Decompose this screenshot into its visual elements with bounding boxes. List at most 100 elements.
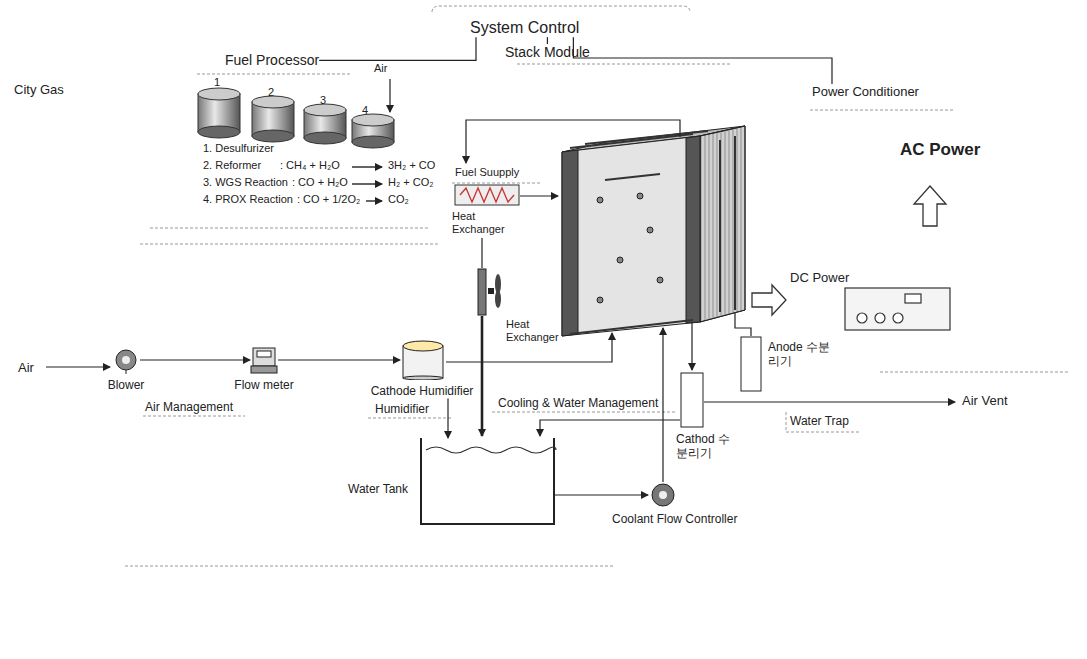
drawing-part bbox=[389, 79, 390, 112]
drawing-part bbox=[481, 316, 484, 436]
drawing-part bbox=[914, 186, 946, 226]
drawing-part bbox=[845, 288, 950, 330]
drawing-part bbox=[704, 401, 955, 402]
drawing-part bbox=[366, 200, 382, 201]
drawing-part bbox=[555, 494, 648, 495]
module-label: Fuel Suupply bbox=[455, 166, 519, 179]
drawing-part bbox=[719, 140, 721, 312]
water-separator: Cathod 수분리기 bbox=[676, 372, 734, 461]
drawing-part bbox=[253, 348, 275, 366]
coolant-pump: Coolant Flow Controller bbox=[612, 482, 737, 526]
dashed-brackets bbox=[125, 6, 1070, 566]
connector bbox=[447, 398, 448, 438]
text-label: Cooling & Water Management bbox=[497, 396, 659, 410]
drawing-part bbox=[143, 416, 245, 417]
drawing-part bbox=[585, 131, 708, 144]
text-label: 4. PROX Reaction bbox=[203, 193, 293, 206]
node-label: Stack Module bbox=[505, 44, 590, 61]
blower: Blower bbox=[98, 346, 154, 392]
system-label: System Control bbox=[470, 18, 579, 37]
text-label: : CO + H₂O bbox=[292, 176, 348, 189]
text-label: H₂ + CO₂ bbox=[388, 176, 434, 189]
node-label: Blower bbox=[98, 378, 154, 392]
drawing-part bbox=[741, 337, 761, 391]
connector bbox=[547, 37, 548, 44]
flow-meter-icon bbox=[250, 346, 278, 374]
text-label: : CO + 1/2O₂ bbox=[297, 193, 360, 206]
text-label: CO₂ bbox=[388, 193, 409, 206]
text-label: Water Trap bbox=[790, 414, 849, 428]
drawing-part bbox=[122, 356, 130, 364]
drawing-part bbox=[597, 297, 603, 303]
drawing-part bbox=[562, 136, 700, 336]
drawing-part bbox=[880, 372, 1070, 373]
drawing-part bbox=[597, 193, 663, 303]
drawing-part bbox=[452, 183, 540, 184]
drawing-part bbox=[197, 74, 350, 75]
drawing-part bbox=[466, 120, 680, 163]
drawing-part bbox=[810, 110, 955, 111]
connector bbox=[278, 359, 400, 360]
drawing-part bbox=[681, 373, 703, 427]
drawing-part bbox=[659, 491, 667, 499]
water-separator: Anode 수분리기 bbox=[740, 336, 835, 369]
reactor-cylinders bbox=[198, 88, 394, 148]
text-label: 2 bbox=[268, 86, 274, 99]
text-label: 1. Desulfurizer bbox=[203, 142, 274, 155]
node-label: Water Tank bbox=[348, 482, 408, 496]
text-label: 4 bbox=[362, 104, 368, 117]
drawing-part bbox=[198, 88, 240, 100]
drawing-part bbox=[368, 418, 452, 419]
water-tank-icon bbox=[422, 438, 557, 525]
drawing-part bbox=[517, 64, 730, 65]
drawing-part bbox=[426, 447, 556, 453]
drawing-part bbox=[752, 285, 786, 315]
node-label: Cathode Humidifier bbox=[362, 384, 482, 398]
coolant-pump-icon bbox=[650, 482, 676, 508]
drawing-part bbox=[352, 183, 382, 184]
drawing-part bbox=[488, 288, 494, 294]
drawing-part bbox=[252, 130, 294, 142]
drawing-part bbox=[657, 277, 663, 283]
node-label: System Control bbox=[470, 18, 579, 37]
node-label: Fuel Processor bbox=[225, 52, 319, 69]
drawing-part bbox=[540, 420, 680, 436]
node-label: Power Conditioner bbox=[812, 84, 919, 100]
drawing-part bbox=[570, 320, 693, 334]
drawing-part bbox=[432, 6, 690, 12]
text-label: 3H₂ + CO bbox=[388, 159, 435, 172]
drawing-part bbox=[304, 132, 346, 144]
heat-exchanger: Heat Exchanger bbox=[470, 268, 580, 344]
drawing-part bbox=[495, 290, 501, 308]
text-label: Humidifier bbox=[375, 402, 429, 416]
drawing-part bbox=[352, 166, 382, 167]
node-label: Heat Exchanger bbox=[452, 210, 520, 236]
drawing-part bbox=[520, 195, 558, 196]
drawing-part bbox=[251, 366, 277, 373]
flow-meter: Flow meter bbox=[228, 346, 300, 392]
drawing-part bbox=[352, 136, 394, 148]
drawing-part bbox=[140, 244, 440, 245]
text-label: : CH₄ + H₂O bbox=[280, 159, 340, 172]
drawing-part bbox=[198, 126, 240, 138]
text-label: 3. WGS Reaction bbox=[203, 176, 288, 189]
drawing-part bbox=[570, 131, 735, 334]
water-tank: Water Tank bbox=[420, 438, 555, 525]
humidifier-icon bbox=[400, 340, 446, 380]
fuel-cell-stack bbox=[562, 126, 745, 336]
drawing-part bbox=[857, 313, 867, 323]
drawing-part bbox=[652, 484, 674, 506]
module-label: Power Conditioner bbox=[812, 84, 919, 100]
drawing-part bbox=[700, 126, 745, 322]
drawing-part bbox=[734, 136, 736, 310]
drawing-part bbox=[562, 150, 578, 336]
water-separator-icon bbox=[740, 336, 762, 392]
node-label: Fuel Suupply bbox=[455, 166, 519, 179]
drawing-part bbox=[125, 566, 615, 567]
text-label: 1 bbox=[214, 76, 220, 89]
connector bbox=[573, 37, 832, 84]
node-label: Flow meter bbox=[228, 378, 300, 392]
connector bbox=[140, 359, 250, 360]
drawing-part bbox=[605, 174, 660, 180]
